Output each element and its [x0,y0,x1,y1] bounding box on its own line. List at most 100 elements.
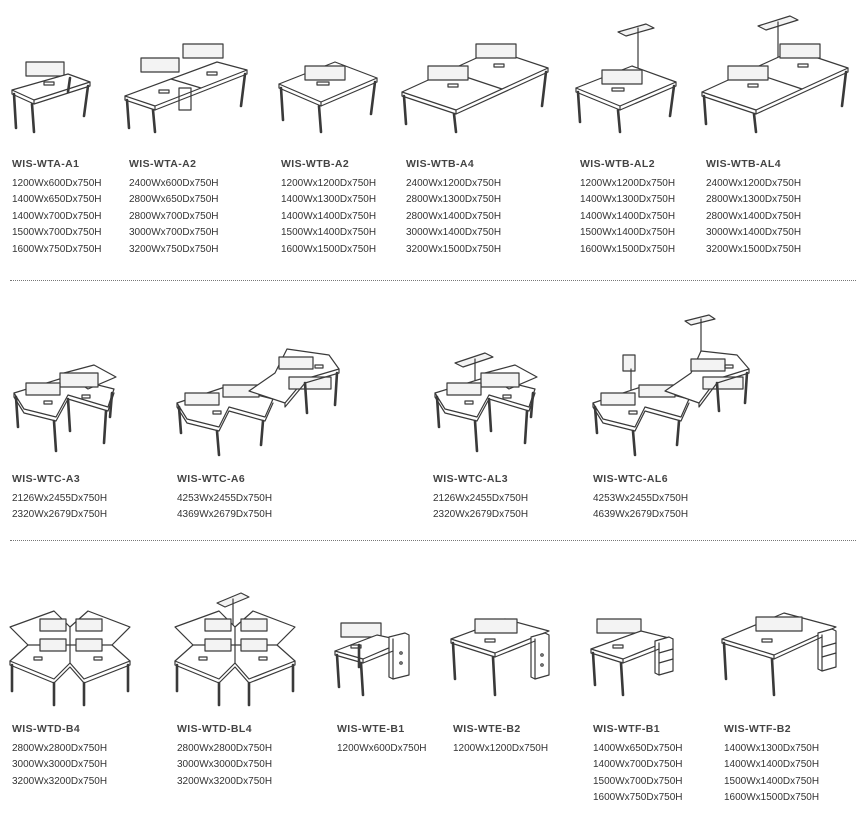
four-seat-cross-cluster-with-lamp-icon [169,592,299,707]
section-divider [10,280,856,281]
size-option: 3000Wx3000Dx750H [12,759,108,771]
size-option: 3200Wx1500Dx750H [706,243,802,255]
size-option: 3000Wx700Dx750H [129,227,219,239]
product-code: WIS-WTC-A6 [177,473,246,485]
size-option: 1400Wx1300Dx750H [724,743,820,754]
size-option: 1500Wx700Dx750H [593,775,683,787]
six-seat-cluster-icon [169,347,354,457]
size-option: 4369Wx2679Dx750H [177,509,273,521]
size-list: 4253Wx2455Dx750H 4639Wx2679Dx750H [593,491,688,524]
size-option: 2800Wx1400Dx750H [406,210,502,222]
size-option: 1600Wx1500Dx750H [281,243,377,255]
product-code: WIS-WTC-A3 [12,473,81,485]
size-list: 2800Wx2800Dx750H 3000Wx3000Dx750H 3200Wx… [177,741,272,790]
size-option: 3200Wx750Dx750H [129,243,219,255]
size-option: 2126Wx2455Dx750H [433,493,529,504]
size-list: 2400Wx600Dx750H 2800Wx650Dx750H 2800Wx70… [129,176,219,258]
size-list: 2126Wx2455Dx750H 2320Wx2679Dx750H [12,491,107,524]
product-code: WIS-WTA-A1 [12,158,80,170]
face-to-face-desk-with-lamp-icon [572,23,682,134]
size-option: 2126Wx2455Dx750H [12,493,108,504]
double-desk-icon [121,32,256,134]
size-list: 1200Wx600Dx750H [337,741,427,757]
four-seat-cross-cluster-icon [4,597,134,707]
size-list: 1200Wx1200Dx750H [453,741,548,757]
size-option: 4253Wx2455Dx750H [177,493,273,504]
size-option: 1400Wx650Dx750H [12,194,102,206]
size-option: 2400Wx1200Dx750H [706,178,802,189]
size-option: 2400Wx600Dx750H [129,178,219,189]
product-code: WIS-WTE-B1 [337,723,405,735]
single-desk-icon [4,32,94,134]
size-list: 1200Wx1200Dx750H 1400Wx1300Dx750H 1400Wx… [281,176,376,258]
desk-with-pedestal-icon [329,597,419,697]
face-to-face-desk-icon [273,32,383,134]
product-code: WIS-WTC-AL6 [593,473,668,485]
size-option: 1200Wx1200Dx750H [580,178,676,189]
product-code: WIS-WTD-B4 [12,723,81,735]
size-option: 2800Wx1300Dx750H [406,194,502,206]
product-code: WIS-WTE-B2 [453,723,521,735]
size-option: 1200Wx600Dx750H [337,743,427,754]
size-list: 1200Wx1200Dx750H 1400Wx1300Dx750H 1400Wx… [580,176,675,258]
three-seat-cluster-icon [4,347,124,457]
size-list: 1400Wx1300Dx750H 1400Wx1400Dx750H 1500Wx… [724,741,819,807]
size-option: 1200Wx1200Dx750H [453,743,549,754]
four-seat-desk-with-lamp-icon [698,15,853,134]
four-seat-desk-icon [398,32,553,134]
size-option: 1500Wx1400Dx750H [580,227,676,239]
size-list: 2126Wx2455Dx750H 2320Wx2679Dx750H [433,491,528,524]
size-option: 1400Wx1300Dx750H [281,194,377,206]
size-option: 2800Wx650Dx750H [129,194,219,206]
size-option: 3200Wx3200Dx750H [177,775,273,787]
size-option: 2800Wx700Dx750H [129,210,219,222]
size-option: 2800Wx1300Dx750H [706,194,802,206]
size-list: 1400Wx650Dx750H 1400Wx700Dx750H 1500Wx70… [593,741,683,807]
product-code: WIS-WTD-BL4 [177,723,252,735]
size-list: 2400Wx1200Dx750H 2800Wx1300Dx750H 2800Wx… [706,176,801,258]
six-seat-cluster-with-lamp-icon [585,314,760,457]
section-divider [10,540,856,541]
large-desk-with-pedestal-icon [445,597,555,697]
size-option: 1600Wx1500Dx750H [724,792,820,804]
product-code: WIS-WTF-B1 [593,723,660,735]
size-option: 1400Wx650Dx750H [593,743,683,754]
size-option: 1200Wx600Dx750H [12,178,102,189]
size-option: 1400Wx1300Dx750H [580,194,676,206]
size-option: 1400Wx700Dx750H [12,210,102,222]
size-option: 3200Wx1500Dx750H [406,243,502,255]
product-code: WIS-WTB-AL4 [706,158,781,170]
size-list: 1200Wx600Dx750H 1400Wx650Dx750H 1400Wx70… [12,176,102,258]
size-option: 1600Wx750Dx750H [12,243,102,255]
product-code: WIS-WTA-A2 [129,158,197,170]
size-option: 4253Wx2455Dx750H [593,493,689,504]
size-option: 1200Wx1200Dx750H [281,178,377,189]
three-seat-cluster-with-lamp-icon [425,347,545,457]
product-code: WIS-WTB-A2 [281,158,350,170]
size-option: 2320Wx2679Dx750H [433,509,529,521]
desk-with-drawer-pedestal-icon [585,597,680,697]
size-option: 2800Wx1400Dx750H [706,210,802,222]
product-code: WIS-WTB-A4 [406,158,475,170]
size-list: 2400Wx1200Dx750H 2800Wx1300Dx750H 2800Wx… [406,176,501,258]
size-option: 1400Wx1400Dx750H [724,759,820,771]
product-code: WIS-WTB-AL2 [580,158,655,170]
size-list: 2800Wx2800Dx750H 3000Wx3000Dx750H 3200Wx… [12,741,107,790]
size-option: 2800Wx2800Dx750H [177,743,273,754]
size-option: 3200Wx3200Dx750H [12,775,108,787]
size-option: 3000Wx1400Dx750H [706,227,802,239]
size-option: 1500Wx1400Dx750H [724,775,820,787]
size-option: 2320Wx2679Dx750H [12,509,108,521]
size-option: 2400Wx1200Dx750H [406,178,502,189]
product-code: WIS-WTF-B2 [724,723,791,735]
size-option: 1600Wx1500Dx750H [580,243,676,255]
size-option: 1600Wx750Dx750H [593,792,683,804]
size-option: 1400Wx1400Dx750H [580,210,676,222]
size-option: 1400Wx700Dx750H [593,759,683,771]
size-option: 2800Wx2800Dx750H [12,743,108,754]
size-list: 4253Wx2455Dx750H 4369Wx2679Dx750H [177,491,272,524]
size-option: 3000Wx3000Dx750H [177,759,273,771]
size-option: 1400Wx1400Dx750H [281,210,377,222]
size-option: 3000Wx1400Dx750H [406,227,502,239]
size-option: 1500Wx1400Dx750H [281,227,377,239]
